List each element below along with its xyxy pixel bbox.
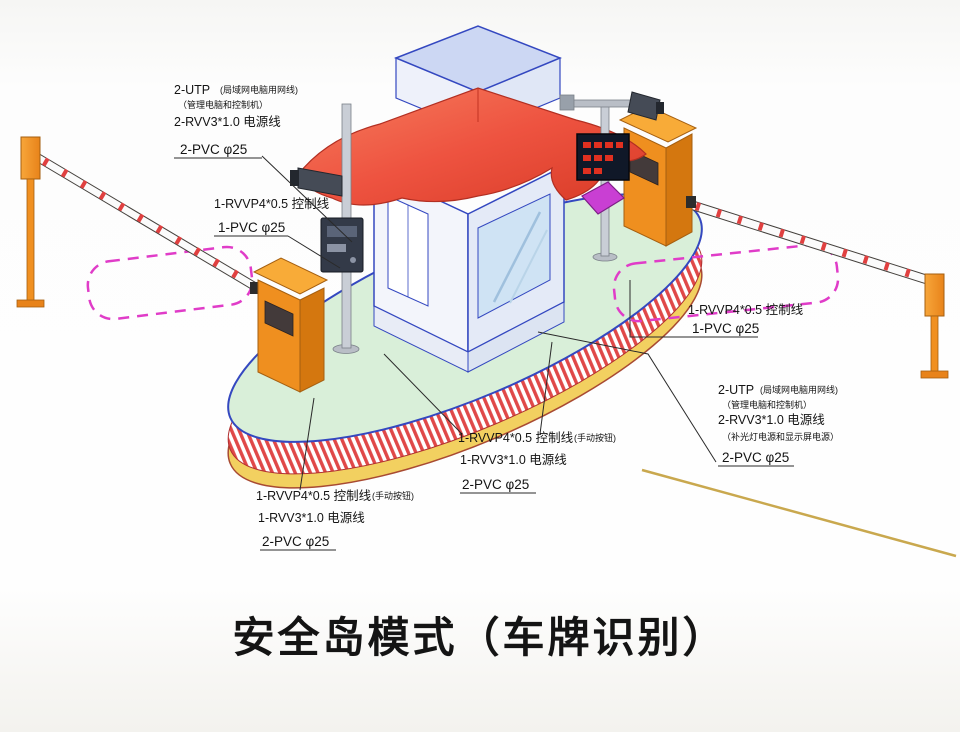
arm-post-left-head [20,136,41,180]
callout-label: 1-RVVP4*0.5 控制线 [256,489,372,503]
window-reflection-line [492,211,542,303]
barrier-machine-right-side [665,133,693,247]
callout-label: (局域网电脑用网线) [760,384,838,395]
callout-label: 1-RVV3*1.0 电源线 [258,511,365,525]
led-text-dot [594,142,602,148]
callout-label: （管理电脑和控制机） [722,399,812,410]
ticket-reader-button [350,257,356,263]
callout-label: (手动按钮) [574,432,616,443]
cctv-camera-right [627,91,661,121]
callout-label: 2-PVC φ25 [180,142,247,157]
barrier-machine-right-bracket [686,196,696,208]
callout-right-mid: 1-RVVP4*0.5 控制线 1-PVC φ25 [688,303,804,336]
booth-roof-cap-top [393,25,563,93]
leader-line-top-left [261,155,353,243]
barrier-machine-left-cap [252,257,329,295]
ground-guide-line [641,468,957,558]
page-title: 安全岛模式（车牌识别） [232,614,727,661]
led-text-dot [594,168,602,174]
leader-line-right-mid [629,280,758,338]
callout-label: (手动按钮) [372,490,414,501]
callout-label: 2-RVV3*1.0 电源线 [718,413,825,427]
callout-center-bottom: 1-RVVP4*0.5 控制线 (手动按钮) 1-RVV3*1.0 电源线 2-… [458,431,616,492]
callout-right-lower: 2-UTP (局域网电脑用网线) （管理电脑和控制机） 2-RVV3*1.0 电… [718,383,839,465]
leader-line-left-bottom [299,397,315,491]
booth-canopy [296,87,647,206]
callout-left-bottom: 1-RVVP4*0.5 控制线 (手动按钮) 1-RVV3*1.0 电源线 2-… [256,489,414,549]
detection-loop-left [86,245,254,321]
callout-label: 1-PVC φ25 [692,321,759,336]
callout-label: 1-RVVP4*0.5 控制线 [214,197,330,211]
arm-post-right-head [924,273,945,317]
callout-label: 2-UTP [718,383,754,397]
callout-label: 2-UTP [174,83,210,97]
crossbar-counterweight [559,94,575,111]
barrier-arm-left-stripes [41,157,255,288]
barrier-arm-right-beam [689,199,937,288]
leader-lines [174,155,794,551]
led-text-dot [605,142,613,148]
arm-post-right-pole [930,315,939,373]
callout-top-left: 2-UTP (局域网电脑用网线) （管理电脑和控制机） 2-RVV3*1.0 电… [174,83,298,157]
cctv-camera-right-lens [656,102,664,114]
barrier-machine-left [250,257,329,393]
cctv-camera-front-lens [290,170,299,186]
callout-left-mid: 1-RVVP4*0.5 控制线 1-PVC φ25 [214,197,330,235]
callout-label: 2-PVC φ25 [262,534,329,549]
callout-label: （管理电脑和控制机） [178,99,268,110]
callout-label: 2-RVV3*1.0 电源线 [174,115,281,129]
ticket-reader-screen [327,226,357,237]
barrier-machine-left-panel [264,300,294,337]
callout-label: 1-RVVP4*0.5 控制线 [688,303,804,317]
led-text-dot [583,142,591,148]
callout-label: 2-PVC φ25 [462,477,529,492]
leader-line-right-lower [537,331,717,463]
barrier-machine-left-front [257,279,301,393]
window-reflection-line [509,229,548,304]
callout-label: 1-RVVP4*0.5 控制线 [458,431,574,445]
leader-line-center-bottom [383,353,463,435]
camera-pole-front [290,103,364,354]
callout-label: 1-RVV3*1.0 电源线 [460,453,567,467]
leader-line-center-bottom-2 [539,341,553,435]
barrier-machine-left-side [299,287,325,393]
led-text-dot [583,155,591,161]
led-text-dot [583,168,591,174]
ticket-reader-slot [327,244,346,252]
led-text-dot [616,142,623,148]
callout-label: 1-PVC φ25 [218,220,285,235]
guard-booth [296,25,647,373]
callout-label: 2-PVC φ25 [722,450,789,465]
barrier-machine-right [618,105,698,247]
arm-post-left-pole [26,178,35,302]
callout-label: （补光灯电源和显示屏电源） [722,431,839,442]
led-text-dot [605,155,613,161]
barrier-arm-post-left [16,136,45,308]
detection-loop-right [612,243,840,323]
booth-base-right [467,301,565,373]
leader-line-left-mid [287,235,341,269]
camera-pole-right [559,91,664,262]
led-text-dot [594,155,602,161]
barrier-arm-right [689,199,937,288]
flash-lamp [581,181,625,215]
arm-post-right-foot [920,370,949,379]
callout-label: (局域网电脑用网线) [220,84,298,95]
arm-post-left-foot [16,299,45,308]
barrier-arm-post-right [920,273,949,379]
